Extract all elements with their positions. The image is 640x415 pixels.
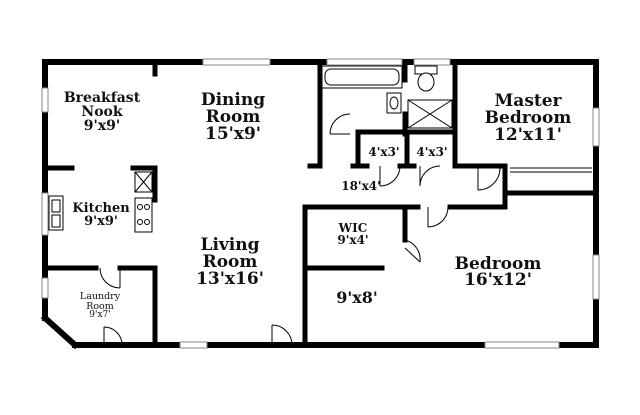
room-name-line2: Room — [205, 107, 261, 127]
doors — [99, 113, 501, 346]
room-label-wic: WIC 9'x4' — [328, 222, 378, 246]
room-label-master-bedroom: Master Bedroom 12'x11' — [478, 93, 578, 144]
room-name-line1: Dining — [200, 90, 266, 110]
room-name-line1: Master — [494, 91, 562, 111]
bath-fixtures — [321, 65, 453, 129]
room-label-dining-room: Dining Room 15'x9' — [193, 92, 273, 143]
room-name: Bedroom — [454, 254, 542, 274]
room-size: 9'x7' — [89, 310, 111, 320]
sliding-closet — [510, 167, 592, 173]
room-name: Kitchen — [72, 201, 130, 216]
room-name-line1: Breakfast — [63, 90, 141, 106]
room-name-line1: Living — [200, 235, 260, 255]
closet-a-dimension: 4'x3' — [368, 145, 400, 159]
room-size: 9'x4' — [337, 233, 369, 247]
room-name: WIC — [338, 221, 368, 235]
room-name-line2: Room — [202, 252, 258, 272]
room-name-line1: Laundry — [79, 291, 121, 302]
room-name-line2: Room — [86, 300, 114, 312]
room-size: 16'x12' — [464, 270, 532, 290]
room-label-living-room: Living Room 13'x16' — [188, 237, 272, 288]
room-size: 15'x9' — [204, 124, 262, 144]
room-label-laundry-room: Laundry Room 9'x7' — [70, 292, 130, 320]
room-name-line2: Nook — [81, 104, 123, 120]
bedroom2-dimension: 9'x8' — [336, 288, 378, 307]
room-label-breakfast-nook: Breakfast Nook 9'x9' — [62, 91, 142, 133]
room-size: 12'x11' — [494, 125, 562, 145]
room-label-kitchen: Kitchen 9'x9' — [65, 202, 137, 228]
room-label-bedroom: Bedroom 16'x12' — [443, 256, 553, 289]
windows — [41, 58, 600, 349]
interior-walls — [42, 59, 599, 348]
room-name-line2: Bedroom — [484, 108, 572, 128]
hall-dimension: 18'x4' — [341, 179, 381, 193]
room-size: 9'x9' — [83, 118, 121, 134]
room-size: 9'x9' — [84, 214, 118, 229]
closet-b-dimension: 4'x3' — [416, 145, 448, 159]
kitchen-fixtures — [48, 171, 153, 233]
room-size: 13'x16' — [196, 269, 264, 289]
